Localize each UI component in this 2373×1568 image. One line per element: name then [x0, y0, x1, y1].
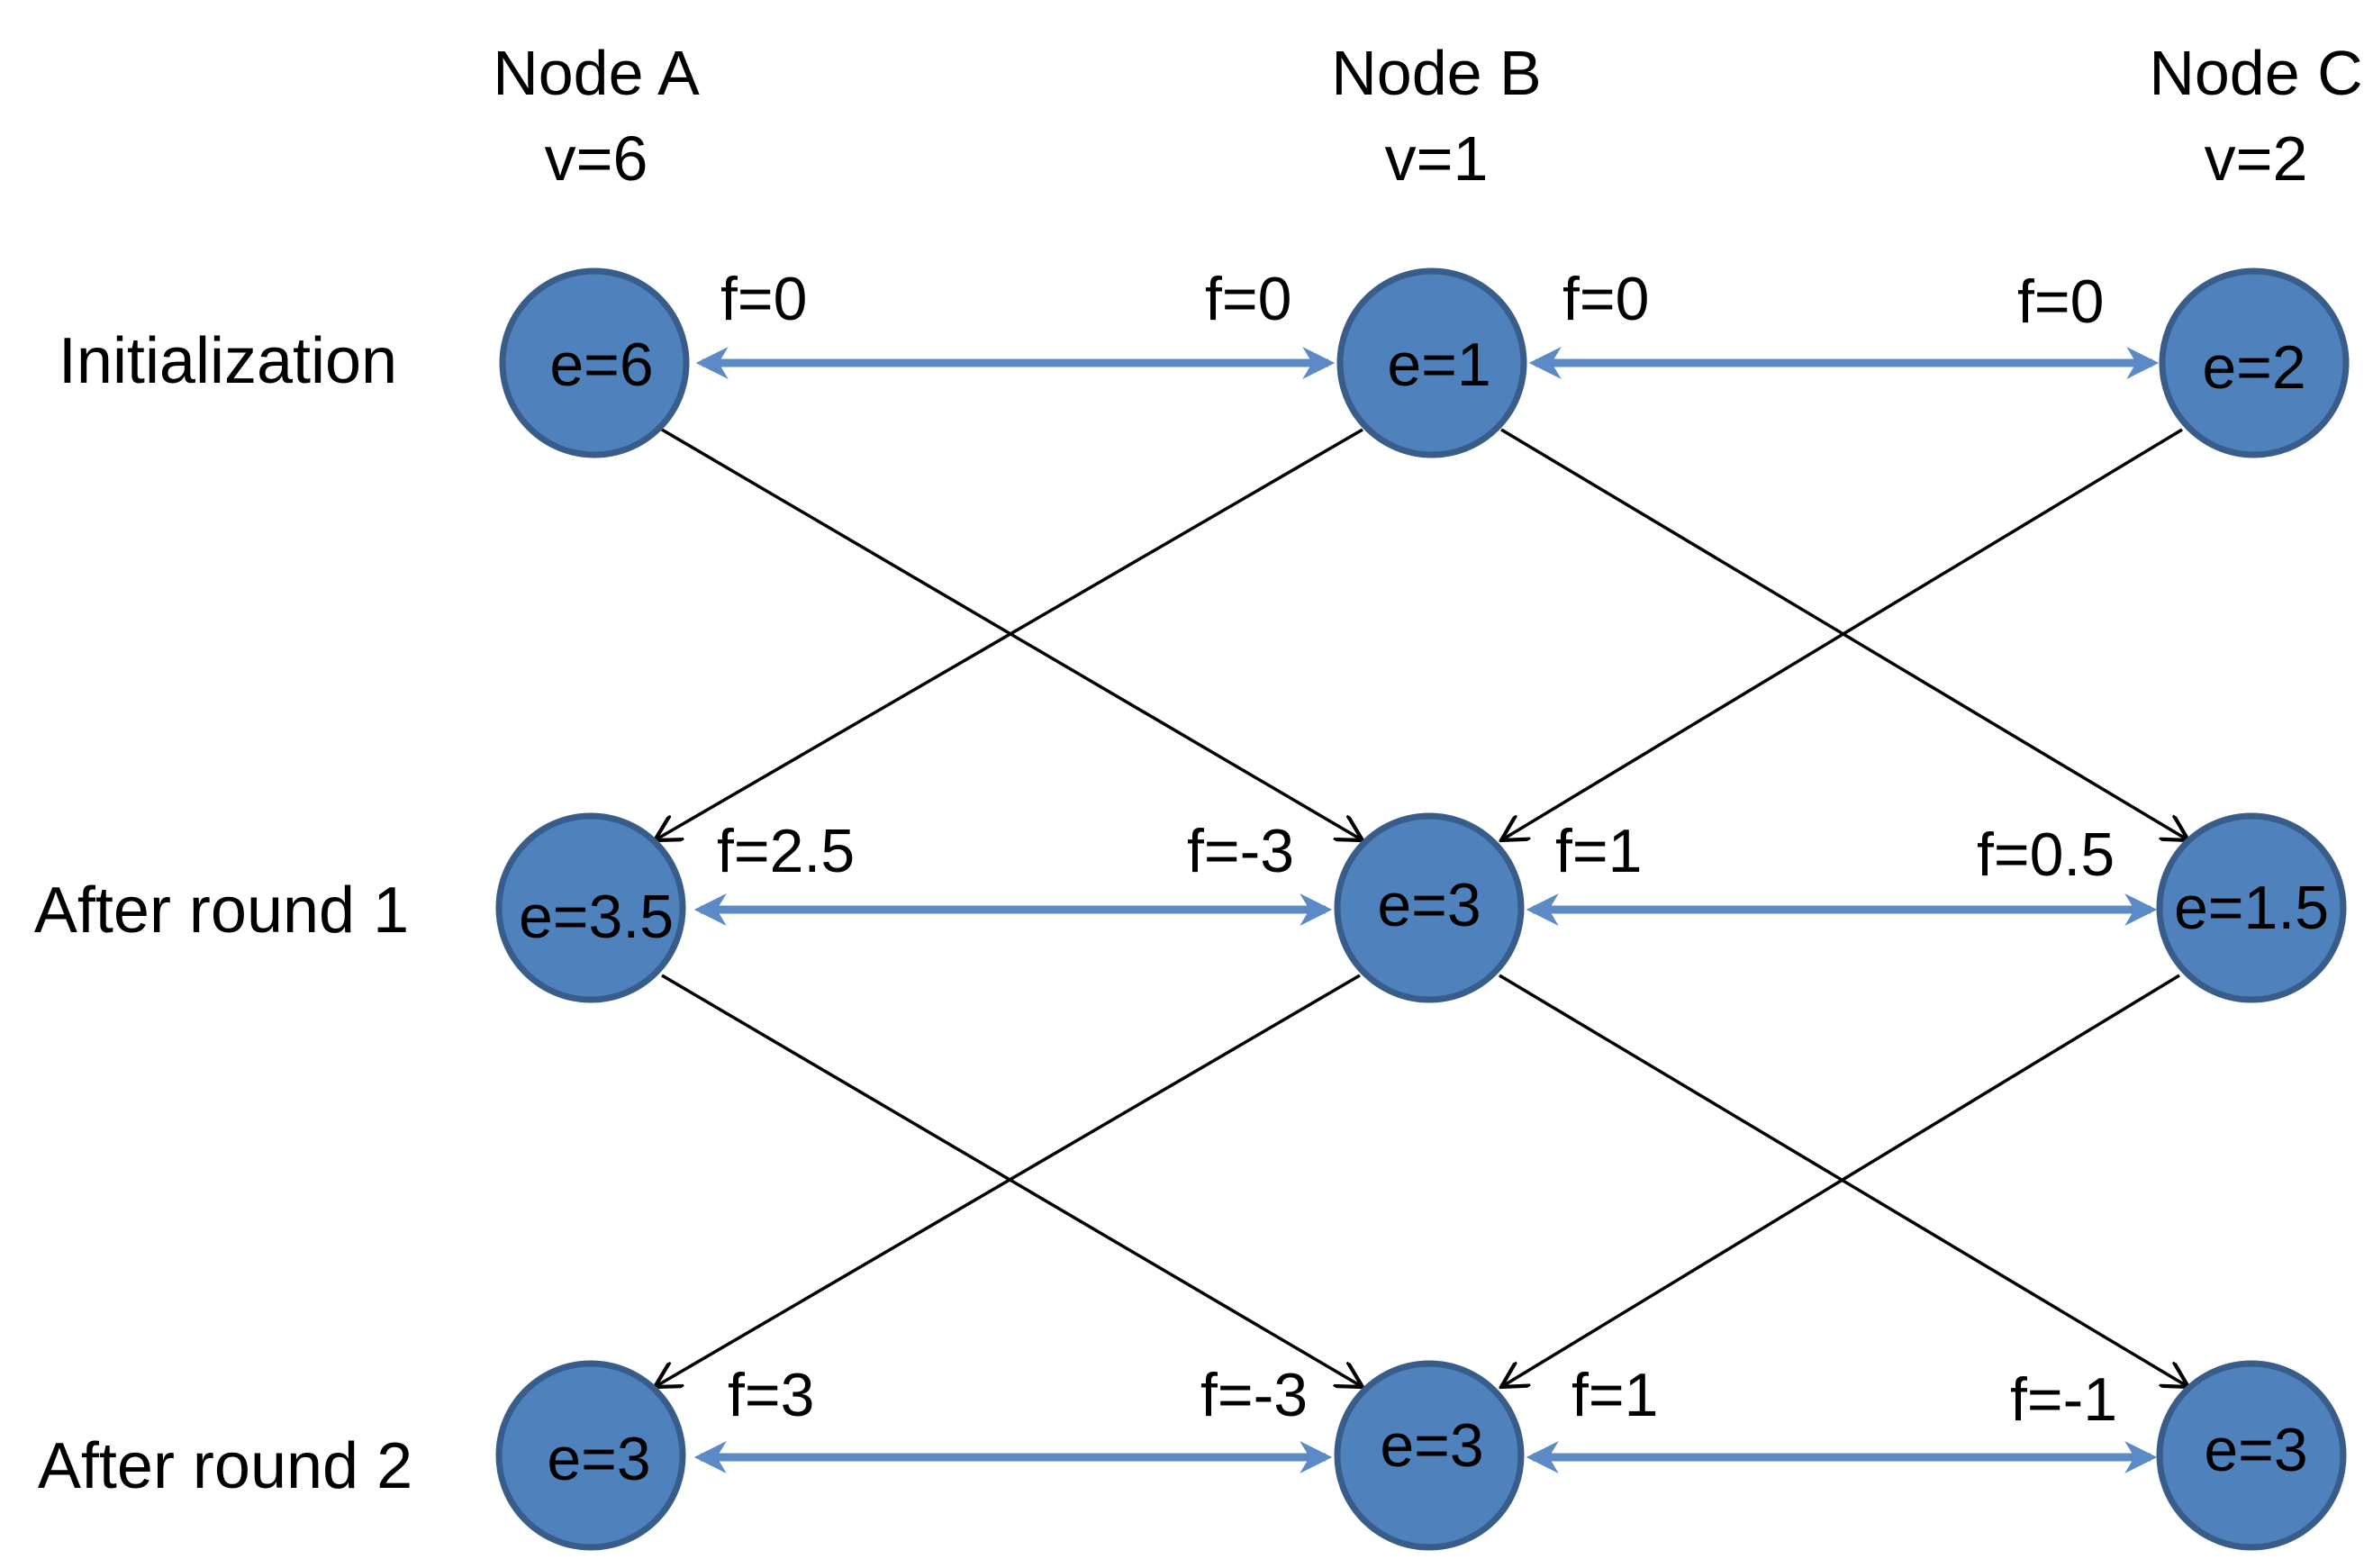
flow-label-a-to-b: f=0 — [720, 265, 807, 333]
node-a: e=6 — [499, 267, 690, 458]
column-header-a: Node A v=6 — [493, 38, 700, 194]
transition-arrow-b-to-a — [655, 974, 1361, 1387]
column-name-a: Node A — [493, 38, 700, 108]
node-circle — [1334, 812, 1525, 1003]
flow-label-b-to-a: f=0 — [1205, 265, 1291, 333]
node-circle — [1336, 267, 1527, 458]
transition-arrow-a-to-b — [661, 428, 1363, 840]
node-c: e=1.5 — [2156, 812, 2347, 1003]
transition-arrow-b-to-c — [1500, 428, 2188, 840]
flow-label-b-to-a: f=-3 — [1187, 817, 1294, 885]
column-name-c: Node C — [2149, 38, 2362, 108]
transition-arrows-round-2 — [655, 974, 2188, 1387]
flow-label-c-to-b: f=-1 — [2010, 1365, 2117, 1434]
node-energy: e=3 — [1377, 871, 1481, 939]
node-energy: e=3 — [547, 1425, 650, 1493]
flow-links — [693, 347, 2160, 1473]
column-name-b: Node B — [1331, 38, 1541, 108]
column-value-a: v=6 — [545, 123, 648, 194]
node-energy: e=3 — [2204, 1416, 2307, 1484]
node-row-round-2: e=3 e=3 e=3 — [495, 1360, 2347, 1551]
node-c: e=3 — [2156, 1360, 2347, 1551]
node-circle — [495, 812, 686, 1003]
column-header-b: Node B v=1 — [1331, 38, 1541, 194]
transition-arrow-b-to-a — [655, 428, 1363, 840]
flow-label-a-to-b: f=3 — [728, 1361, 814, 1429]
transition-arrow-c-to-b — [1501, 974, 2180, 1387]
column-header-c: Node C v=2 — [2149, 38, 2362, 194]
node-energy: e=2 — [2202, 333, 2305, 402]
transition-arrow-c-to-b — [1501, 428, 2183, 840]
node-energy: e=6 — [549, 331, 653, 399]
flow-label-b-to-c: f=0 — [1562, 265, 1649, 333]
node-energy: e=3.5 — [519, 883, 674, 951]
node-circle — [1334, 1360, 1525, 1551]
node-energy: e=3 — [1380, 1411, 1483, 1480]
node-energy: e=1 — [1387, 331, 1490, 399]
node-circle — [2156, 812, 2347, 1003]
node-b: e=3 — [1334, 812, 1525, 1003]
node-c: e=2 — [2159, 267, 2350, 458]
row-label-round-2: After round 2 — [38, 1430, 412, 1502]
flow-labels-round-1: f=2.5 f=-3 f=1 f=0.5 — [717, 817, 2115, 889]
flow-label-b-to-c: f=1 — [1571, 1361, 1658, 1429]
transition-arrow-b-to-c — [1499, 974, 2188, 1387]
node-energy: e=1.5 — [2174, 874, 2329, 942]
node-circle — [2159, 267, 2350, 458]
node-circle — [499, 267, 690, 458]
column-value-b: v=1 — [1385, 123, 1489, 194]
flow-label-b-to-a: f=-3 — [1200, 1361, 1308, 1429]
flow-label-c-to-b: f=0.5 — [1977, 820, 2115, 889]
node-a: e=3.5 — [495, 812, 686, 1003]
node-row-initialization: e=6 e=1 e=2 — [499, 267, 2350, 458]
row-label-round-1: After round 1 — [34, 875, 409, 947]
flow-label-b-to-c: f=1 — [1555, 817, 1642, 885]
node-a: e=3 — [495, 1360, 686, 1551]
flow-labels-initialization: f=0 f=0 f=0 f=0 — [720, 265, 2104, 336]
row-label-initialization: Initialization — [59, 325, 397, 397]
flow-labels-round-2: f=3 f=-3 f=1 f=-1 — [728, 1361, 2117, 1434]
node-b: e=1 — [1336, 267, 1527, 458]
flow-label-a-to-b: f=2.5 — [717, 817, 855, 885]
flow-label-c-to-b: f=0 — [2017, 267, 2104, 336]
node-circle — [495, 1360, 686, 1551]
node-b: e=3 — [1334, 1360, 1525, 1551]
transition-arrow-a-to-b — [661, 974, 1363, 1387]
node-circle — [2156, 1360, 2347, 1551]
node-row-round-1: e=3.5 e=3 e=1.5 — [495, 812, 2347, 1003]
transition-arrows-round-1 — [655, 428, 2188, 840]
column-value-c: v=2 — [2205, 123, 2308, 194]
